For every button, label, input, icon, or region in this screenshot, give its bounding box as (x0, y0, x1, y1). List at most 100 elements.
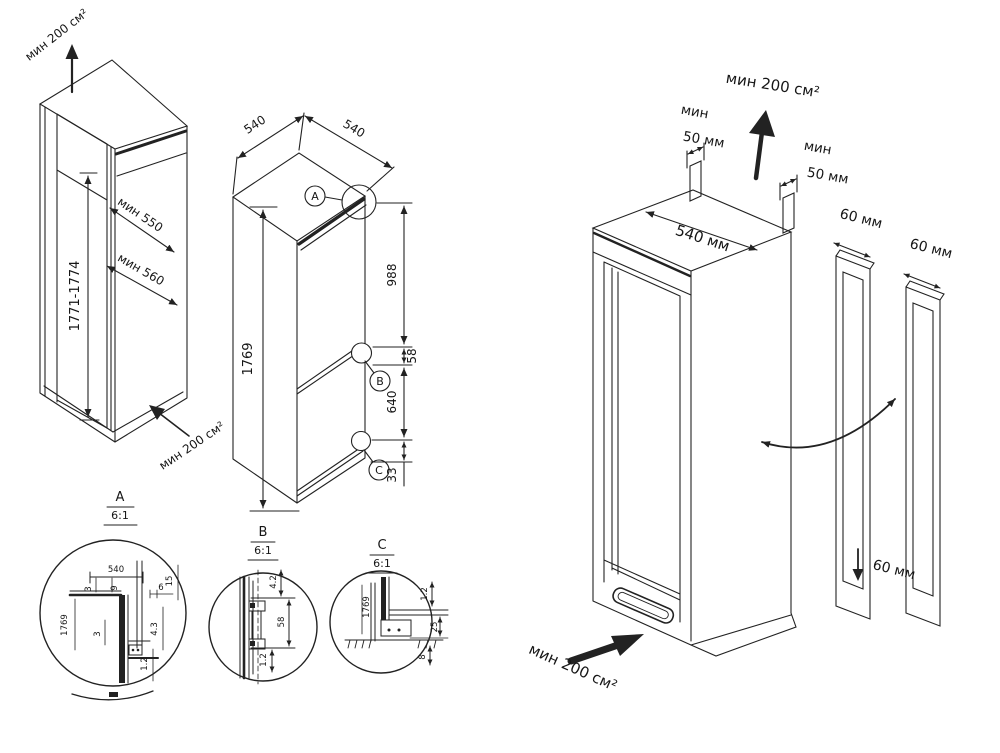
detail-a-43: 4.3 (150, 622, 160, 636)
spacer-post-right-dim (780, 178, 797, 187)
detail-b-scale: 6:1 (254, 544, 272, 557)
detail-a-screw1 (131, 648, 135, 652)
dim-988-label: 988 (385, 264, 399, 287)
panel2-60-label: 60 мм (908, 236, 954, 262)
cabinet-top-face (38, 59, 189, 150)
detail-c-bracket (380, 619, 412, 637)
detail-a-screw2 (136, 648, 140, 652)
cabinet-opening (56, 113, 112, 431)
panel1-60-label: 60 мм (838, 206, 884, 232)
spacer-post-left-dim (687, 146, 704, 155)
detail-c-scale: 6:1 (373, 557, 391, 570)
detail-c-hatch (347, 639, 437, 649)
detail-b-ext-lines (250, 597, 296, 649)
panel1-outline (835, 249, 875, 620)
detail-a-1769: 1769 (60, 614, 70, 636)
detail-a-3mid: 3 (93, 631, 103, 636)
detail-a-target-circle (341, 184, 377, 220)
housing-edges (592, 227, 792, 646)
dim-33-label: 33 (385, 467, 399, 482)
dim-640-label: 640 (385, 391, 399, 414)
detail-a-scale: 6:1 (111, 509, 129, 522)
width-dim-line (237, 115, 304, 159)
width-540-label: 540 (241, 113, 268, 137)
panel2-dim (903, 273, 941, 289)
door-top-rail (297, 197, 366, 246)
detail-a-bottom-arc (71, 690, 154, 701)
detail-c-8: 8 (418, 654, 428, 659)
detail-a-bracket (128, 644, 143, 656)
detail-c-12: 1.2 (420, 587, 430, 601)
gap-left-value: 50 мм (682, 129, 726, 152)
cabinet-cornice-bottom (116, 152, 187, 177)
install-540-dim (645, 211, 758, 251)
depth560-label: мин 560 (115, 251, 167, 289)
detail-a-door-bar (119, 595, 125, 683)
detail-b-hinge-mid (251, 610, 262, 640)
detail-a-small-ticks (74, 564, 179, 682)
vent-slot-outer (612, 587, 675, 624)
hinge-bottom-circle (350, 430, 372, 452)
installation-drawing: мин 200 см² мин 50 мм мин 50 мм 540 мм (526, 69, 954, 695)
detail-a-section (69, 560, 151, 684)
detail-c-door-bar (381, 577, 386, 620)
panel1-slot (842, 271, 864, 590)
install-top-vent-label: мин 200 см² (725, 69, 821, 102)
hinge-middle-circle (350, 342, 373, 364)
depth560-dim-line (106, 265, 178, 306)
bottom-vent-arrow-shaft (158, 412, 190, 437)
left-cabinet-drawing: 1771-1774 мин 550 мин 560 мин 200 см² ми… (22, 6, 227, 473)
callout-a-leader (324, 196, 343, 201)
panel-bottom-arrow-head (852, 569, 864, 581)
detail-a-15: 15 (165, 576, 175, 587)
detail-c-title: C (377, 538, 386, 553)
install-540-label: 540 мм (673, 221, 732, 255)
detail-a-arc-tick (109, 692, 118, 697)
housing-cornice-dark (592, 231, 692, 278)
chain-ticks (370, 202, 413, 487)
panel-bottom-60-label: 60 мм (871, 557, 917, 583)
top-vent-label: мин 200 см² (22, 6, 90, 64)
height-dim-ticks (79, 172, 100, 421)
cabinet-cornice-dark (114, 129, 188, 156)
callout-a-circle (304, 185, 326, 207)
install-top-vent-arrow-shaft (753, 129, 765, 181)
detail-b-title: B (259, 525, 268, 540)
install-bottom-vent-arrow-shaft (567, 641, 622, 665)
gap-right-value: 50 мм (806, 165, 850, 188)
callout-c-leader (363, 449, 374, 463)
callout-a-label: A (311, 190, 319, 203)
spacer-post-right (779, 174, 798, 234)
detail-a-540: 540 (108, 565, 124, 575)
housing-cornice (592, 251, 692, 296)
callout-b-circle (369, 370, 391, 392)
detail-a-12: 1.2 (140, 657, 150, 671)
bottom-vent-arrow-head (149, 405, 165, 420)
panel2-slot (912, 302, 934, 597)
detail-b-wall-lines (239, 576, 254, 679)
install-bottom-vent-arrow-head (611, 634, 644, 656)
detail-c-section (344, 576, 449, 642)
detail-a-6: 6 (158, 583, 163, 593)
fridge-height-label: 1769 (241, 342, 256, 375)
depth550-dim-line (109, 207, 175, 253)
spacer-post-left (686, 142, 705, 202)
fridge-top-face (232, 152, 367, 242)
detail-c-25: 25 (430, 622, 440, 633)
door-bottom-rail (296, 445, 364, 497)
detail-c-screw1 (387, 628, 391, 632)
gap-right-word: мин (803, 138, 833, 159)
vent-slot-inner (617, 591, 669, 620)
housing-opening (603, 261, 681, 623)
detail-c-circle (329, 570, 433, 674)
top-vent-arrow-head (65, 44, 79, 59)
fridge-dimension-drawing: A B C 1769 540 540 988 58 640 33 (232, 112, 419, 512)
door-top-rail-line (300, 204, 367, 251)
detail-b-42: 4.2 (269, 575, 279, 589)
detail-c: C 6:1 1769 1.2 25 8 (329, 538, 449, 674)
detail-a: A 6:1 540 3 9 6 15 1769 3 4.3 1.2 (39, 490, 187, 701)
height-range-label: 1771-1774 (68, 261, 83, 332)
fridge-height-ticks (249, 206, 300, 512)
